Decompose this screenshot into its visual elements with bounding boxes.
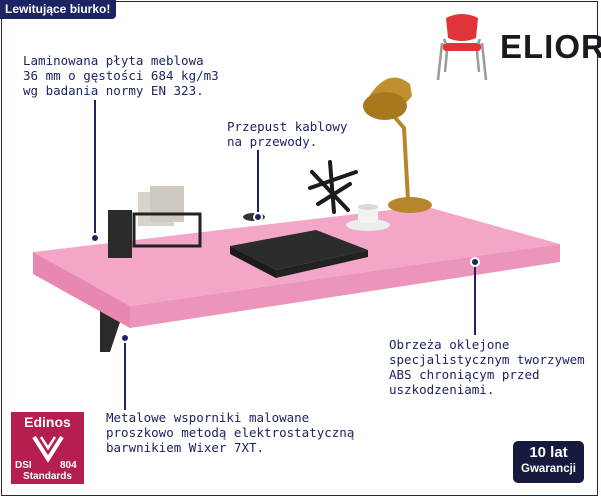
warranty-label: Gwarancji [521,463,576,475]
warranty-badge: 10 lat Gwarancji [513,441,584,483]
promo-tag: Lewitujące biurko! [0,0,117,19]
desk-front-edge [33,252,130,328]
certificate-badge: Edinos DSI 804 Standards [11,412,84,484]
callout-cable-text: Przepust kablowy na przewody. [227,119,348,149]
brand-logo: ELIOR [500,28,601,65]
check-icon [32,435,64,463]
marker-cable [253,212,263,222]
certificate-right-code: 804 [60,460,77,471]
callout-laminate-text: Laminowana płyta meblowa 36 mm o gęstośc… [23,53,219,98]
marker-edges [470,257,480,267]
marker-laminate [90,233,100,243]
chair-logo-icon [436,14,488,81]
warranty-years: 10 lat [529,444,568,461]
certificate-title: Edinos [24,414,71,430]
certificate-subtitle: Standards [23,471,72,482]
callout-brackets-text: Metalowe wsporniki malowane proszkowo me… [106,410,355,455]
certificate-left-code: DSI [15,460,32,471]
laptop [230,230,368,270]
marker-brackets [120,333,130,343]
callout-edges-text: Obrzeża oklejone specjalistycznym tworzy… [389,337,585,397]
desk-side-edge [130,244,560,328]
